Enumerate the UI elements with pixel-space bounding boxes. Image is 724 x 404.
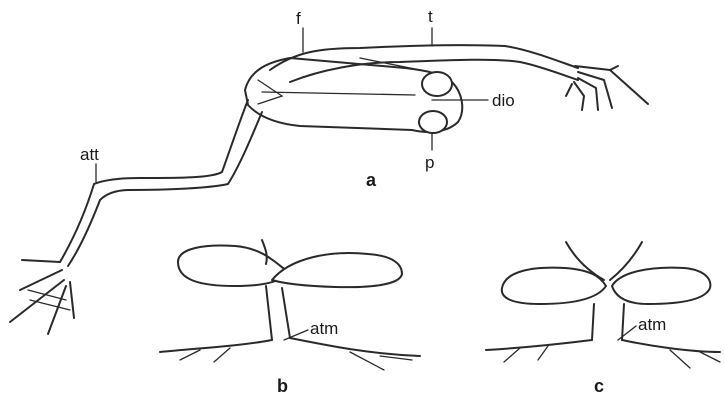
right-loop — [272, 253, 402, 287]
stem-right — [282, 288, 290, 338]
label-atm-c: atm — [638, 315, 666, 334]
label-f: f — [296, 9, 301, 28]
label-att: att — [80, 145, 99, 164]
c-stem-right — [622, 304, 624, 340]
right-foot — [566, 66, 648, 110]
label-p: p — [425, 153, 434, 172]
panel-c-toes — [504, 346, 720, 368]
lower-limb-outer — [60, 100, 248, 262]
c-right-loop — [612, 268, 710, 304]
stem-left — [266, 286, 272, 340]
label-dio: dio — [492, 91, 515, 110]
c-left-limb — [486, 340, 592, 350]
panel-letter-c: c — [594, 376, 604, 396]
left-foot — [10, 260, 74, 334]
panel-c-drawing: atm c — [486, 242, 720, 396]
c-stem-left — [592, 304, 594, 340]
leader-atm-c — [618, 326, 636, 340]
panel-letter-b: b — [277, 376, 288, 396]
panel-letter-a: a — [366, 170, 377, 190]
left-limb — [160, 340, 272, 352]
label-atm-b: atm — [310, 319, 338, 338]
c-left-loop — [502, 268, 606, 304]
panel-b-toes — [180, 348, 412, 370]
label-t: t — [428, 7, 433, 26]
upper-pad — [422, 72, 452, 96]
panel-b-drawing: atm b — [160, 240, 420, 396]
lower-pad — [419, 111, 447, 133]
lower-limb-inner — [68, 112, 262, 266]
right-limb — [290, 338, 420, 356]
